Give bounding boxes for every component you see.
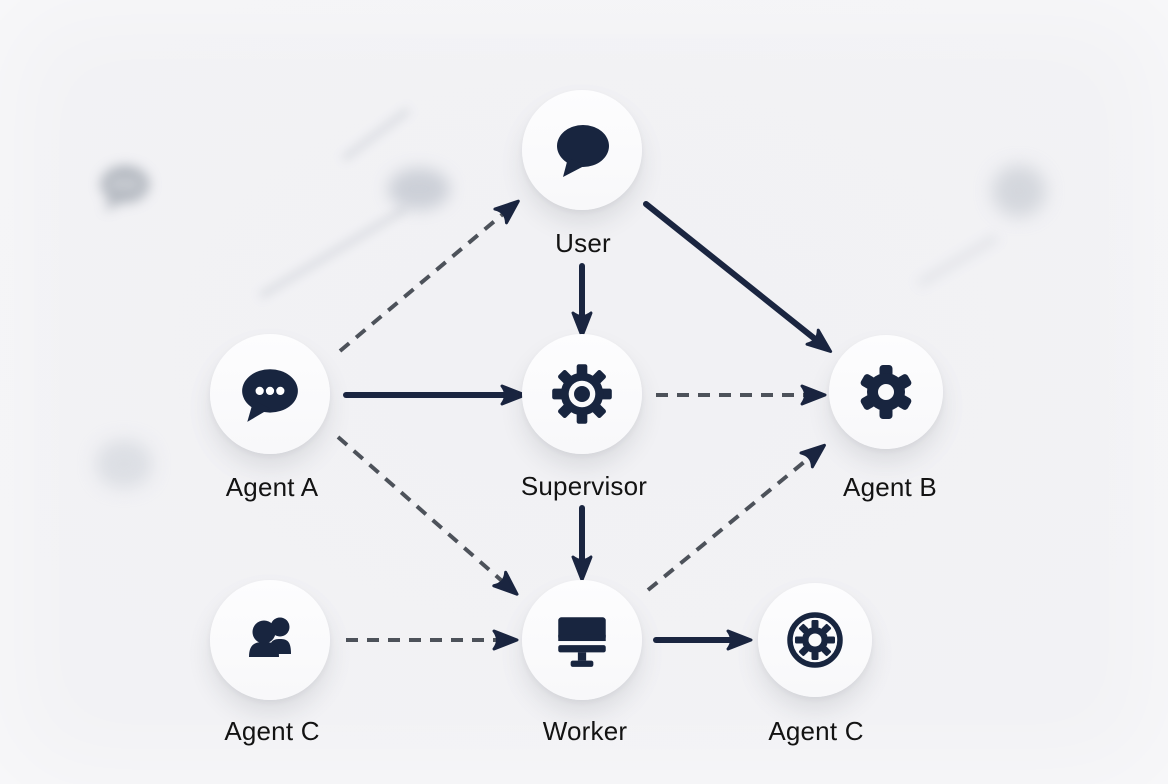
node-label-supervisor: Supervisor bbox=[520, 471, 648, 501]
node-worker bbox=[522, 580, 642, 700]
node-agent-c-left bbox=[210, 580, 330, 700]
node-agent-b bbox=[829, 335, 943, 449]
node-label-agent-a: Agent A bbox=[225, 472, 319, 502]
node-label-user: User bbox=[555, 228, 611, 258]
node-label-agent-c-right: Agent C bbox=[768, 716, 864, 746]
speech-bubble-icon bbox=[557, 125, 609, 177]
cog-icon bbox=[860, 365, 912, 419]
node-supervisor bbox=[522, 334, 642, 454]
node-agent-a bbox=[210, 334, 330, 454]
people-icon bbox=[249, 617, 291, 657]
node-user bbox=[522, 90, 642, 210]
node-label-worker: Worker bbox=[542, 716, 628, 746]
gear-badge-icon bbox=[787, 612, 843, 668]
edge-agent-a-to-worker bbox=[336, 435, 519, 596]
monitor-icon bbox=[558, 617, 606, 667]
edge-worker-to-agent-b bbox=[646, 443, 826, 592]
chat-ellipsis-icon bbox=[242, 369, 298, 422]
gear-icon bbox=[552, 364, 612, 424]
edge-user-to-agent-b bbox=[643, 201, 833, 353]
edge-agent-a-to-user bbox=[338, 199, 520, 353]
node-label-agent-b: Agent B bbox=[843, 472, 937, 502]
node-label-agent-c-left: Agent C bbox=[224, 716, 320, 746]
node-agent-c-right bbox=[758, 583, 872, 697]
